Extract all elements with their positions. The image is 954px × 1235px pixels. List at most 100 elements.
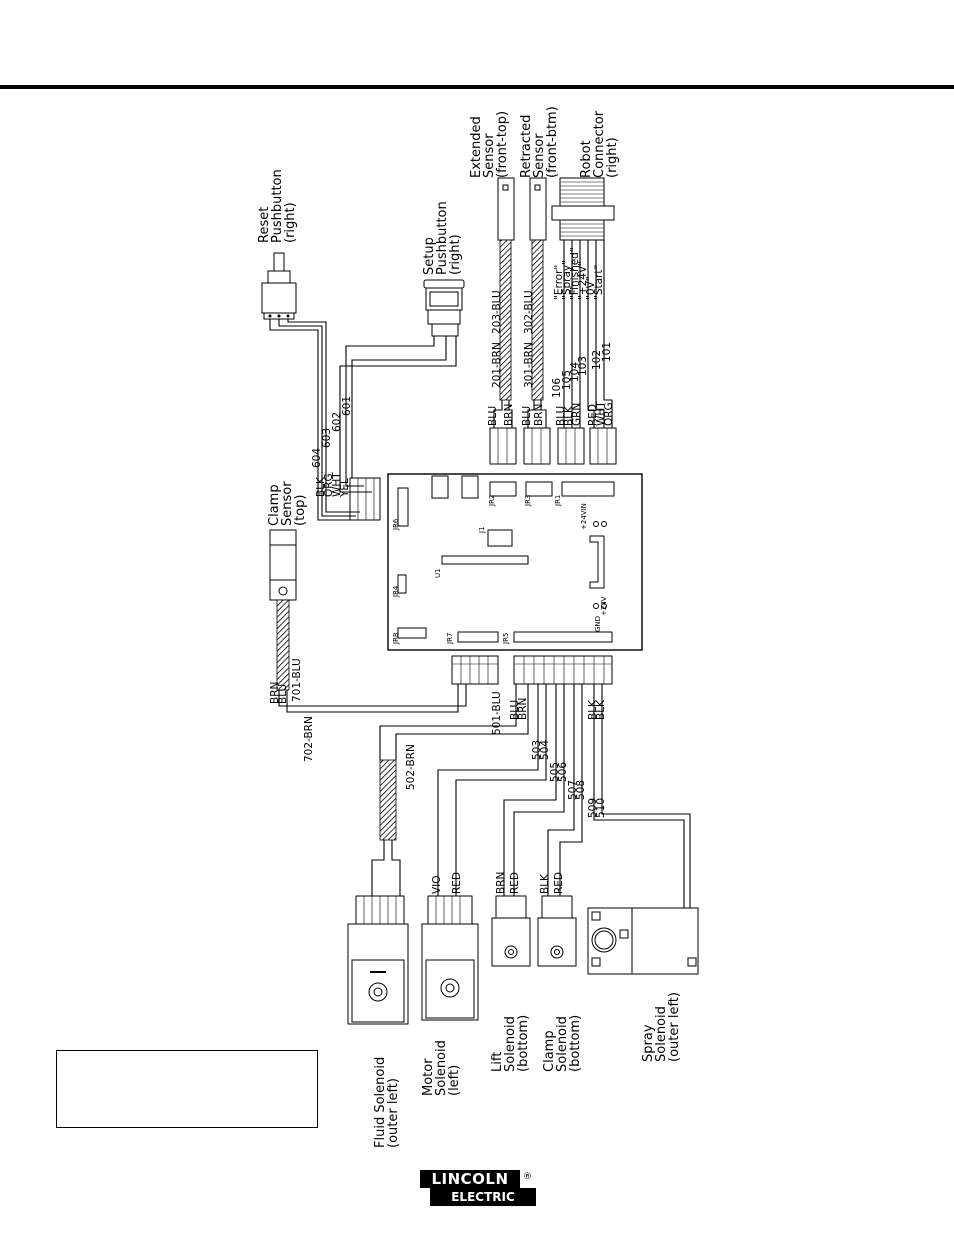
svg-text:GND: GND [594,616,602,632]
svg-text:Solenoid: Solenoid [503,1016,518,1072]
extended-sensor-label: Extended Sensor (front-top) [469,111,510,178]
svg-text:(left): (left) [447,1065,462,1096]
motor-solenoid [421,895,479,1021]
svg-text:+24VIN: +24VIN [580,503,588,530]
svg-text:(outer left): (outer left) [667,992,682,1062]
motor-solenoid-label: Motor Solenoid (left) [421,1040,462,1096]
svg-text:702-BRN: 702-BRN [303,716,315,762]
svg-text:BRN: BRN [495,872,507,894]
svg-text:(front-top): (front-top) [495,111,510,178]
svg-text:RED: RED [451,872,463,894]
setup-pushbutton [423,279,465,337]
svg-text:BRN: BRN [503,404,515,426]
fluid-solenoid-label: Fluid Solenoid (outer left) [373,1057,401,1148]
svg-text:"Error": "Error" [553,265,565,300]
svg-text:Solenoid: Solenoid [654,1006,669,1062]
svg-text:"0V": "0V" [585,276,597,300]
svg-text:Clamp: Clamp [267,484,282,526]
svg-text:203-BLU: 203-BLU [491,290,503,334]
svg-text:Motor: Motor [421,1058,436,1096]
reset-pushbutton [261,252,297,320]
svg-text:103: 103 [577,356,589,376]
svg-text:BRN: BRN [517,698,529,720]
svg-text:JR1: JR1 [554,495,562,507]
svg-text:+24V: +24V [600,596,608,616]
reset-pushbutton-label: Reset Pushbutton (right) [257,169,298,243]
plug-jr2-sensor [489,427,517,465]
svg-text:506: 506 [557,762,569,782]
svg-text:509: 509 [587,798,599,818]
svg-text:502-BRN: 502-BRN [405,744,417,790]
svg-text:WHT: WHT [595,401,607,426]
svg-text:(outer left): (outer left) [386,1078,401,1148]
clamp-solenoid-label: Clamp Solenoid (bottom) [542,1015,583,1072]
svg-text:Lift: Lift [490,1052,505,1072]
clamp-sensor-label: Clamp Sensor (top) [267,481,308,526]
svg-text:503: 503 [531,740,543,760]
wires [269,240,691,910]
svg-text:301-BRN: 301-BRN [523,342,535,388]
svg-text:BLU: BLU [487,406,499,426]
svg-text:Reset: Reset [257,207,272,243]
plug-jr5 [513,655,613,685]
plug-jr6 [349,477,381,521]
svg-text:604: 604 [311,448,323,468]
retracted-sensor-label: Retracted Sensor (front-btm) [519,106,560,178]
svg-text:Robot: Robot [579,140,594,178]
svg-text:507: 507 [567,780,579,800]
svg-text:ORG: ORG [323,473,335,497]
svg-text:(right): (right) [283,202,298,243]
svg-text:602: 602 [331,412,343,432]
svg-text:(bottom): (bottom) [516,1015,531,1072]
svg-text:VIO: VIO [431,875,443,894]
clamp-sensor [269,529,297,691]
svg-text:Clamp: Clamp [542,1030,557,1072]
svg-text:Fluid Solenoid: Fluid Solenoid [373,1057,388,1148]
svg-text:Pushbutton: Pushbutton [435,201,450,275]
svg-text:601: 601 [341,396,353,416]
plug-jr1-a [557,427,585,465]
svg-text:"Spray": "Spray" [561,260,573,300]
svg-text:Solenoid: Solenoid [555,1016,570,1072]
logo-bottom: ELECTRIC [430,1188,536,1206]
svg-text:JR7: JR7 [446,633,454,645]
svg-text:"+24V": "+24V" [577,261,589,300]
svg-text:RED: RED [509,872,521,894]
svg-text:RED: RED [587,404,599,426]
logo-top: LINCOLN [420,1170,520,1188]
svg-text:BRN: BRN [533,404,545,426]
svg-text:BLK: BLK [595,699,607,720]
svg-text:Retracted: Retracted [519,115,534,178]
plug-jr7 [451,655,499,685]
svg-text:106: 106 [551,378,563,398]
note-box [56,1050,318,1128]
svg-text:(top): (top) [293,495,308,526]
svg-text:104: 104 [569,362,581,382]
svg-text:J1: J1 [478,526,486,534]
svg-text:JR3: JR3 [524,495,532,507]
control-board: JR6 JR4 JR8 JR7 JR5 U1 J1 JR2 JR3 JR1 [387,473,643,651]
svg-text:BLU: BLU [277,684,289,704]
robot-connector-label: Robot Connector (right) [579,110,620,178]
svg-text:501-BLU: 501-BLU [491,691,503,735]
svg-text:BLU: BLU [509,700,521,720]
svg-text:ORG: ORG [603,402,615,426]
fluid-solenoid [347,895,409,1025]
header-rule [0,85,954,89]
svg-text:BLK: BLK [563,405,575,426]
svg-text:Sensor: Sensor [280,481,295,526]
svg-text:302-BLU: 302-BLU [523,290,535,334]
svg-text:BRN: BRN [269,682,281,704]
svg-text:JR6: JR6 [392,518,400,531]
svg-text:Solenoid: Solenoid [434,1040,449,1096]
retracted-sensor [529,177,547,401]
svg-text:508: 508 [575,780,587,800]
spray-solenoid [587,907,699,975]
extended-sensor [497,177,515,401]
svg-text:(right): (right) [605,137,620,178]
svg-text:"Start": "Start" [593,265,605,300]
svg-text:JR8: JR8 [392,633,400,645]
svg-text:JR2: JR2 [488,495,496,507]
svg-text:JR5: JR5 [502,633,510,645]
